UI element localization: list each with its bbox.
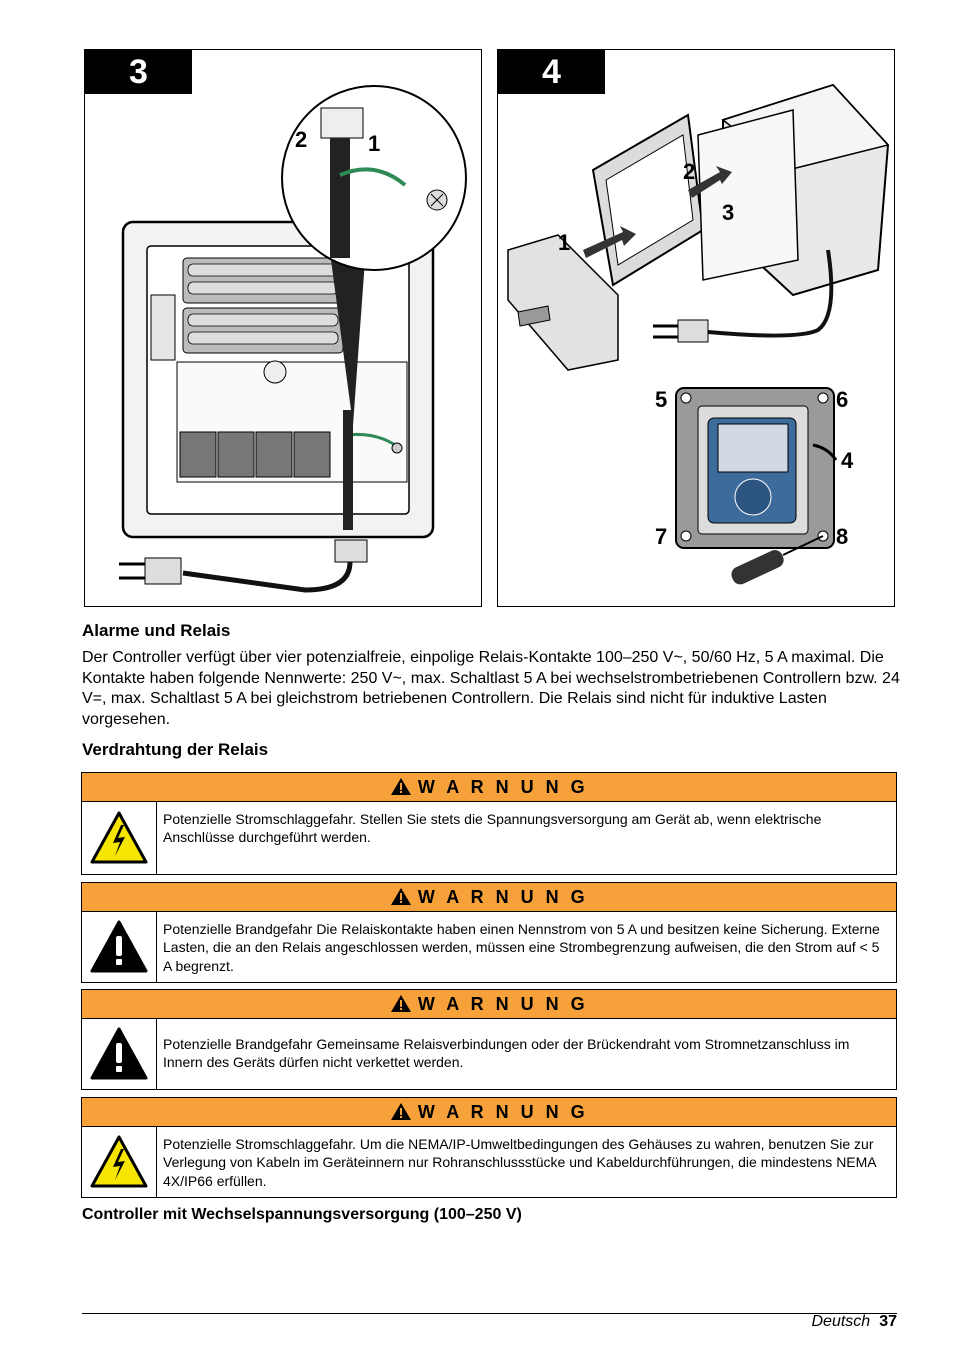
figure-4-callout-1: 1 xyxy=(558,230,570,255)
exclamation-hazard-icon xyxy=(90,1027,148,1080)
figure-4-callout-3: 3 xyxy=(722,200,734,225)
warning-title: W A R N U N G xyxy=(417,1102,589,1122)
warning-triangle-icon xyxy=(390,995,411,1012)
figure-4-callout-5: 5 xyxy=(655,387,667,412)
bottom-heading: Controller mit Wechselspannungsversorgun… xyxy=(82,1206,522,1223)
warning-box-1: W A R N U N G Potenzielle Stromschlaggef… xyxy=(81,772,897,875)
page-number: 37 xyxy=(879,1313,897,1330)
figure-3-callout-1: 1 xyxy=(368,131,380,156)
figure-4-callout-6: 6 xyxy=(836,387,848,412)
warning-text: Potenzielle Stromschlaggefahr. Um die NE… xyxy=(163,1136,876,1189)
figure-4-illustration: 2 3 1 5 6 4 7 8 xyxy=(507,83,890,585)
figure-3: 2 1 3 xyxy=(84,49,482,607)
warning-box-2: W A R N U N G Potenzielle Brandgefahr Di… xyxy=(81,882,897,983)
figure-4-callout-4: 4 xyxy=(841,448,854,473)
warning-triangle-icon xyxy=(390,778,411,795)
figure-4: 2 3 1 5 6 4 7 8 4 xyxy=(497,49,895,607)
figure-4-number: 4 xyxy=(498,50,605,94)
warning-box-3: W A R N U N G Potenzielle Brandgefahr Ge… xyxy=(81,989,897,1090)
warning-text: Potenzielle Stromschlaggefahr. Stellen S… xyxy=(163,811,822,846)
warning-text: Potenzielle Brandgefahr Gemeinsame Relai… xyxy=(163,1036,850,1071)
figure-3-illustration: 2 1 xyxy=(119,85,467,593)
warning-box-4: W A R N U N G Potenzielle Stromschlaggef… xyxy=(81,1097,897,1198)
footer-rule xyxy=(82,1313,897,1314)
warning-title: W A R N U N G xyxy=(417,994,589,1014)
electric-shock-icon xyxy=(90,811,148,864)
figure-3-callout-2: 2 xyxy=(295,127,307,152)
figure-4-callout-2: 2 xyxy=(683,159,695,184)
exclamation-hazard-icon xyxy=(90,920,148,973)
warning-title: W A R N U N G xyxy=(417,777,589,797)
figure-3-number: 3 xyxy=(85,50,192,94)
figure-4-callout-7: 7 xyxy=(655,524,667,549)
figure-4-callout-8: 8 xyxy=(836,524,848,549)
subsection-title: Verdrahtung der Relais xyxy=(82,740,269,759)
warning-triangle-icon xyxy=(390,888,411,905)
warning-text: Potenzielle Brandgefahr Die Relaiskontak… xyxy=(163,921,880,974)
page-footer: Deutsch 37 xyxy=(812,1313,898,1331)
footer-language: Deutsch xyxy=(811,1313,871,1330)
warning-title: W A R N U N G xyxy=(417,887,589,907)
section-title: Alarme und Relais xyxy=(82,621,231,640)
electric-shock-icon xyxy=(90,1135,148,1188)
warning-triangle-icon xyxy=(390,1103,411,1120)
relay-paragraph: Der Controller verfügt über vier potenzi… xyxy=(82,649,900,728)
